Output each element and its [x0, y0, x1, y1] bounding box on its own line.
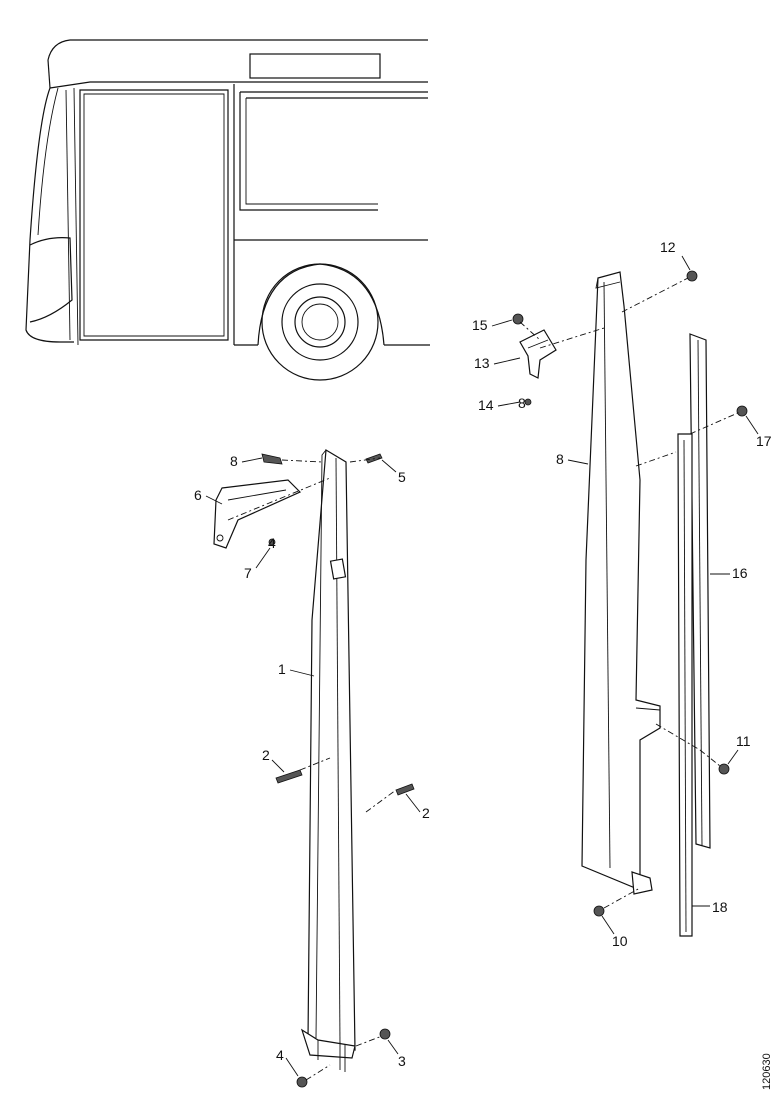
callout-3: 3 — [387, 1039, 406, 1069]
nut-part-11 — [718, 763, 730, 775]
callout-14: 14 — [478, 397, 521, 413]
pillar-part-1 — [300, 448, 356, 1072]
assembly-lines-right — [519, 277, 741, 909]
screw-part-8-bracket — [524, 398, 532, 406]
trim-strip-part-18 — [677, 433, 693, 937]
svg-text:14: 14 — [478, 397, 494, 413]
callout-15: 15 — [472, 317, 513, 333]
callout-12: 12 — [660, 239, 691, 271]
bus-body-outline — [25, 39, 430, 381]
svg-text:8: 8 — [230, 453, 238, 469]
callout-4-bracket: 4 — [268, 535, 276, 551]
svg-text:8: 8 — [518, 395, 526, 411]
screw-part-2-right — [395, 783, 415, 796]
svg-text:8: 8 — [556, 451, 564, 467]
svg-text:17: 17 — [756, 433, 772, 449]
svg-text:5: 5 — [398, 469, 406, 485]
svg-text:2: 2 — [422, 805, 430, 821]
svg-text:3: 3 — [398, 1053, 406, 1069]
nut-part-12 — [686, 270, 698, 282]
svg-text:4: 4 — [268, 535, 276, 551]
svg-text:7: 7 — [244, 565, 252, 581]
svg-text:16: 16 — [732, 565, 748, 581]
callout-18: 18 — [692, 899, 728, 915]
svg-text:10: 10 — [612, 933, 628, 949]
callout-6: 6 — [194, 487, 223, 505]
assembly-lines-left — [227, 457, 397, 1081]
nut-part-3 — [379, 1028, 391, 1040]
pillar-part-9 — [581, 271, 661, 895]
callout-2-left: 2 — [262, 747, 285, 773]
callout-8-left: 8 — [230, 453, 263, 469]
svg-text:11: 11 — [736, 733, 751, 749]
trim-strip-part-16 — [689, 333, 711, 849]
svg-text:4: 4 — [276, 1047, 284, 1063]
reference-number: 120630 — [761, 1053, 773, 1090]
callout-1: 1 — [278, 661, 315, 677]
callout-17: 17 — [745, 415, 772, 449]
callout-13: 13 — [474, 355, 521, 371]
callout-2-right: 2 — [405, 793, 430, 821]
screw-part-2-left — [275, 769, 303, 784]
callout-8-right: 8 — [556, 451, 589, 467]
nut-part-15 — [512, 313, 524, 325]
nut-part-10 — [593, 905, 605, 917]
svg-text:12: 12 — [660, 239, 676, 255]
svg-text:2: 2 — [262, 747, 270, 763]
callout-10: 10 — [601, 915, 628, 949]
callout-5: 5 — [381, 459, 406, 485]
callout-7: 7 — [244, 547, 271, 581]
svg-text:6: 6 — [194, 487, 202, 503]
nut-part-4-bottom — [296, 1076, 308, 1088]
callout-4-bottom: 4 — [276, 1047, 299, 1077]
svg-text:1: 1 — [278, 661, 286, 677]
svg-text:15: 15 — [472, 317, 488, 333]
bracket-part-13 — [519, 329, 557, 379]
svg-text:13: 13 — [474, 355, 490, 371]
nut-part-4-bracket — [268, 538, 276, 546]
nut-part-17 — [736, 405, 748, 417]
callout-11: 11 — [727, 733, 751, 765]
screw-part-8-left — [261, 453, 283, 465]
bracket-part-6 — [213, 479, 302, 549]
callout-16: 16 — [710, 565, 748, 581]
svg-text:18: 18 — [712, 899, 728, 915]
callout-8-bracket: 8 — [518, 395, 526, 411]
